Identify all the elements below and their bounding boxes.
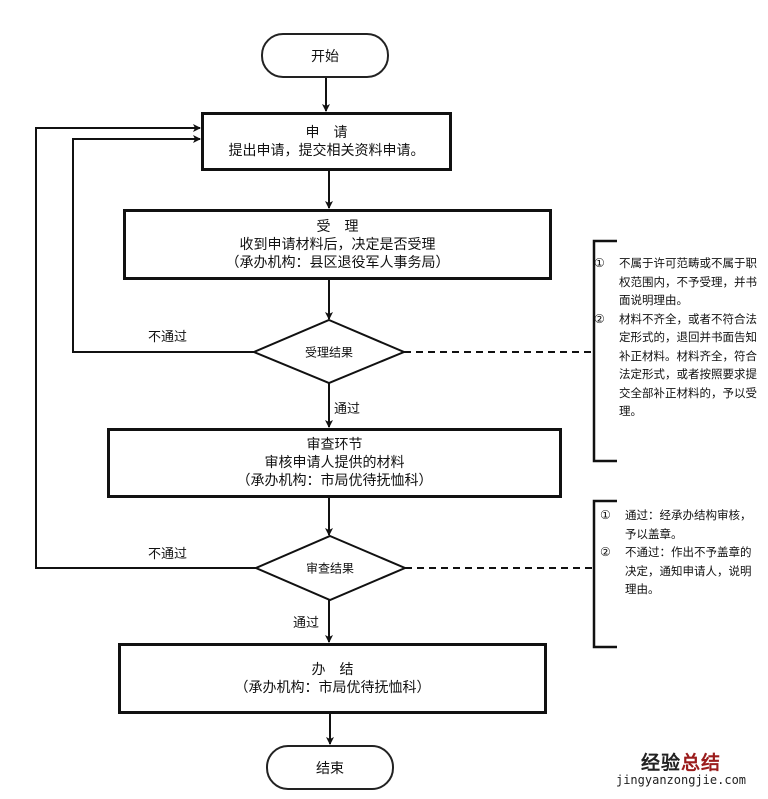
decision-2-fail-label: 不通过 bbox=[148, 547, 188, 562]
step-apply-desc: 提出申请，提交相关资料申请。 bbox=[228, 142, 425, 159]
decision-1-label: 受理结果 bbox=[304, 345, 354, 360]
watermark-title-part1: 经验 bbox=[640, 752, 681, 774]
step-finish-title: 办 结 bbox=[311, 661, 354, 678]
step-accept-desc: 收到申请材料后，决定是否受理 bbox=[239, 236, 436, 253]
note-bracket-2 bbox=[592, 499, 617, 649]
note-item: ② 不通过：作出不予盖章的决定，通知申请人，说明理由。 bbox=[600, 543, 762, 599]
decision-2-pass-label: 通过 bbox=[293, 616, 320, 631]
step-apply-title: 申 请 bbox=[305, 124, 348, 141]
step-finish: 办 结 （承办机构：市局优待抚恤科） bbox=[118, 643, 547, 714]
note-number-icon: ② bbox=[600, 545, 611, 559]
note-bracket-1 bbox=[592, 239, 617, 463]
decision-1-fail-label: 不通过 bbox=[148, 330, 188, 345]
end-terminal: 结束 bbox=[266, 745, 394, 790]
loop-decision1-fail bbox=[72, 135, 254, 353]
note-number-icon: ① bbox=[600, 508, 611, 522]
step-accept: 受 理 收到申请材料后，决定是否受理 （承办机构：县区退役军人事务局） bbox=[123, 209, 552, 280]
decision-1-pass-label: 通过 bbox=[334, 402, 361, 417]
decision-diamond-2 bbox=[253, 534, 408, 602]
watermark-title-part2: 总结 bbox=[681, 752, 722, 774]
note-text: 通过：经承办结构审核，予以盖章。 bbox=[625, 508, 752, 541]
step-review-desc: 审核申请人提供的材料 bbox=[264, 455, 405, 471]
step-accept-agency: （承办机构：县区退役军人事务局） bbox=[225, 254, 450, 271]
note-text: 材料不齐全，或者不符合法定形式的，退回并书面告知补正材料。材料齐全，符合法定形式… bbox=[619, 311, 757, 419]
watermark: 经验总结 jingyanzongjie.com bbox=[606, 748, 756, 787]
note-number-icon: ② bbox=[594, 311, 605, 326]
note-item: ① 不属于许可范畴或不属于职权范围内，不予受理，并书面说明理由。 bbox=[594, 254, 762, 310]
note-review: ① 通过：经承办结构审核，予以盖章。 ② 不通过：作出不予盖章的决定，通知申请人… bbox=[600, 506, 762, 599]
note-text: 不通过：作出不予盖章的决定，通知申请人，说明理由。 bbox=[625, 545, 752, 596]
decision-2-label: 审查结果 bbox=[305, 561, 355, 576]
step-accept-title: 受 理 bbox=[316, 218, 359, 235]
step-finish-agency: （承办机构：市局优待抚恤科） bbox=[234, 679, 431, 696]
note-item: ① 通过：经承办结构审核，予以盖章。 bbox=[600, 506, 762, 543]
note-item: ② 材料不齐全，或者不符合法定形式的，退回并书面告知补正材料。材料齐全，符合法定… bbox=[594, 310, 762, 421]
step-review-title: 审查环节 bbox=[306, 437, 363, 453]
step-apply: 申 请 提出申请，提交相关资料申请。 bbox=[201, 112, 452, 171]
start-terminal: 开始 bbox=[261, 33, 389, 78]
note-acceptance: ① 不属于许可范畴或不属于职权范围内，不予受理，并书面说明理由。 ② 材料不齐全… bbox=[594, 254, 762, 421]
loop-decision2-fail bbox=[35, 124, 256, 569]
end-label: 结束 bbox=[316, 760, 344, 777]
note-number-icon: ① bbox=[594, 256, 605, 270]
note-text: 不属于许可范畴或不属于职权范围内，不予受理，并书面说明理由。 bbox=[619, 256, 757, 307]
watermark-url: jingyanzongjie.com bbox=[615, 773, 747, 787]
decision-diamond-1 bbox=[251, 318, 407, 385]
step-review-agency: （承办机构：市局优待抚恤科） bbox=[236, 473, 433, 489]
step-review: 审查环节 审核申请人提供的材料 （承办机构：市局优待抚恤科） bbox=[107, 428, 562, 498]
start-label: 开始 bbox=[311, 48, 339, 65]
watermark-title: 经验总结 bbox=[606, 748, 756, 775]
